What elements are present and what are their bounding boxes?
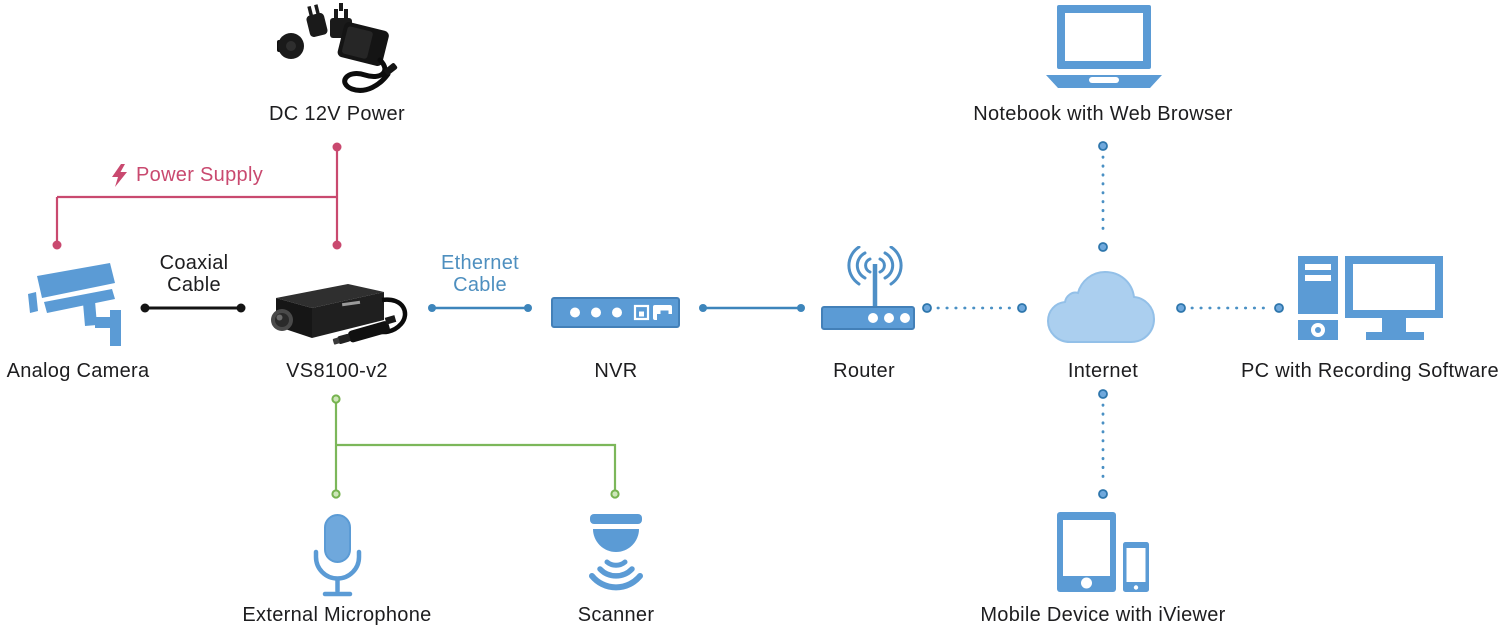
nvr-router-connection — [699, 304, 805, 312]
microphone-icon — [312, 514, 363, 602]
internet-label: Internet — [1067, 360, 1139, 382]
internet-notebook-connection — [1098, 141, 1108, 252]
internet-pc-connection — [1176, 303, 1284, 313]
pc-label: PC with Recording Software — [1241, 360, 1499, 382]
power-supply-label-group: Power Supply — [112, 164, 263, 187]
cctv-camera-icon — [22, 258, 132, 348]
desktop-computer-icon — [1296, 254, 1446, 342]
lightning-bolt-icon — [112, 164, 128, 187]
router-label: Router — [833, 360, 895, 382]
ethernet-cable-label: Ethernet Cable — [440, 252, 519, 296]
wireless-router-icon — [818, 246, 918, 332]
tablet-and-phone-icon — [1054, 508, 1152, 596]
coaxial-cable-connection — [140, 303, 246, 313]
laptop-icon — [1046, 4, 1162, 90]
mobile-label: Mobile Device with iViewer — [980, 604, 1226, 626]
scanner-waves-icon — [588, 514, 644, 596]
microphone-label: External Microphone — [242, 604, 432, 626]
notebook-label: Notebook with Web Browser — [973, 103, 1233, 125]
analog-camera-label: Analog Camera — [6, 360, 150, 382]
dc-power-label: DC 12V Power — [269, 103, 405, 125]
router-internet-connection — [922, 303, 1027, 313]
audio-connection — [331, 394, 620, 499]
scanner-label: Scanner — [577, 604, 655, 626]
video-server-photo — [256, 276, 414, 348]
power-adapter-photo — [268, 0, 403, 100]
nvr-label: NVR — [594, 360, 638, 382]
coaxial-cable-label: Coaxial Cable — [159, 252, 229, 296]
power-supply-connection — [52, 142, 342, 250]
power-supply-label: Power Supply — [136, 164, 263, 186]
ethernet-cable-connection — [428, 304, 532, 312]
cloud-icon — [1044, 266, 1158, 346]
internet-mobile-connection — [1098, 389, 1108, 499]
vs8100-label: VS8100-v2 — [286, 360, 388, 382]
nvr-front-panel-icon — [551, 297, 680, 328]
